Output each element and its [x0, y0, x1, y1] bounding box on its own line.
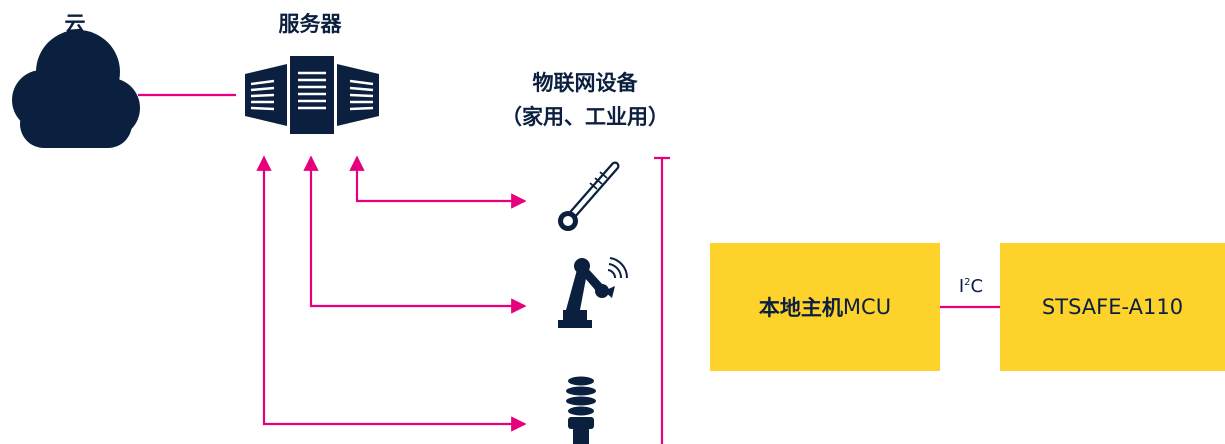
- i2c-label: I2C: [950, 276, 992, 297]
- server-rack-icon: [245, 56, 379, 134]
- light-bulb-icon: [566, 376, 596, 444]
- robot-arm-link: [303, 155, 527, 314]
- iot-label-line1: 物联网设备: [532, 71, 638, 95]
- i2c-sup: 2: [964, 277, 971, 288]
- iot-devices-label: 物联网设备 （家用、工业用）: [455, 66, 715, 134]
- host-box-en-text: MCU: [842, 295, 892, 319]
- i2c-tail: C: [970, 276, 984, 297]
- device-bus-line: [654, 156, 670, 444]
- iot-label-line2: （家用、工业用）: [501, 105, 669, 129]
- i2c-base: I: [958, 276, 965, 297]
- thermometer-icon: [558, 161, 620, 231]
- stsafe-a110-box: STSAFE-A110: [1000, 243, 1225, 371]
- host-box-cn-text: 本地主机: [758, 296, 843, 320]
- cloud-icon: [12, 30, 140, 148]
- stsafe-box-text: STSAFE-A110: [1041, 295, 1184, 319]
- servers-label: 服务器: [278, 12, 342, 36]
- thermometer-link: [349, 155, 527, 209]
- robot-arm-icon: [558, 257, 629, 328]
- cloud-label: 云: [64, 12, 86, 36]
- light-bulb-link: [256, 155, 527, 432]
